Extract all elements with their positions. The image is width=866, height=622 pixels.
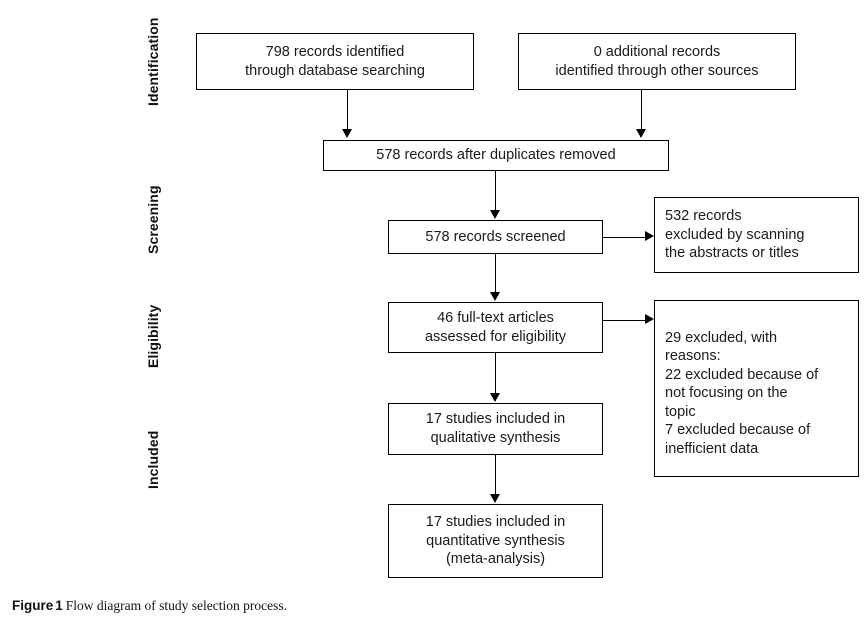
exclusion-reason-1: 22 excluded because of not focusing on t…: [665, 366, 819, 420]
node-screened-text: 578 records screened: [425, 228, 566, 245]
connector-database-to-duplicates: [347, 90, 348, 130]
arrowhead-qualitative-to-quantitative: [490, 494, 500, 503]
node-qualitative-synthesis: 17 studies included in qualitative synth…: [388, 403, 603, 455]
stage-label-included: Included: [145, 430, 161, 490]
arrowhead-duplicates-to-screened: [490, 210, 500, 219]
node-full-text-assessed: 46 full-text articles assessed for eligi…: [388, 302, 603, 353]
node-database-search-text: 798 records identified through database …: [245, 43, 425, 79]
connector-duplicates-to-screened: [495, 171, 496, 211]
arrowhead-database-to-duplicates: [342, 129, 352, 138]
figure-caption-label: Figure: [12, 598, 54, 613]
node-full-text-excluded: 29 excluded, with reasons: 22 excluded b…: [654, 300, 859, 477]
node-other-sources-text: 0 additional records identified through …: [555, 43, 759, 79]
stage-label-identification: Identification: [145, 17, 161, 107]
node-quantitative-synthesis: 17 studies included in quantitative synt…: [388, 504, 603, 578]
stage-label-screening: Screening: [145, 185, 161, 255]
figure-caption-text: Flow diagram of study selection process.: [65, 598, 287, 613]
node-screened-excluded-text: 532 records excluded by scanning the abs…: [665, 208, 805, 262]
node-quantitative-synthesis-text: 17 studies included in quantitative synt…: [425, 514, 566, 568]
connector-fulltext-to-excluded: [603, 320, 646, 321]
arrowhead-screened-to-excluded: [645, 231, 654, 241]
node-qualitative-synthesis-text: 17 studies included in qualitative synth…: [425, 411, 566, 446]
node-other-sources: 0 additional records identified through …: [518, 33, 796, 90]
node-database-search: 798 records identified through database …: [196, 33, 474, 90]
exclusion-reason-2: 7 excluded because of inefficient data: [665, 422, 811, 457]
node-screened-excluded: 532 records excluded by scanning the abs…: [654, 197, 859, 273]
connector-other-to-duplicates: [641, 90, 642, 130]
stage-label-eligibility: Eligibility: [145, 304, 161, 368]
connector-screened-to-fulltext: [495, 254, 496, 293]
node-after-duplicates: 578 records after duplicates removed: [323, 140, 669, 171]
arrowhead-other-to-duplicates: [636, 129, 646, 138]
connector-fulltext-to-qualitative: [495, 353, 496, 394]
node-screened: 578 records screened: [388, 220, 603, 254]
node-full-text-excluded-text: 29 excluded, with reasons: 22 excluded b…: [665, 310, 818, 458]
arrowhead-screened-to-fulltext: [490, 292, 500, 301]
exclusion-reason-0: 29 excluded, with reasons:: [665, 329, 778, 365]
arrowhead-fulltext-to-excluded: [645, 314, 654, 324]
figure-caption-number: 1: [55, 598, 63, 613]
connector-qualitative-to-quantitative: [495, 455, 496, 495]
connector-screened-to-excluded: [603, 237, 646, 238]
node-full-text-assessed-text: 46 full-text articles assessed for eligi…: [424, 309, 567, 345]
node-after-duplicates-text: 578 records after duplicates removed: [376, 147, 616, 164]
arrowhead-fulltext-to-qualitative: [490, 393, 500, 402]
